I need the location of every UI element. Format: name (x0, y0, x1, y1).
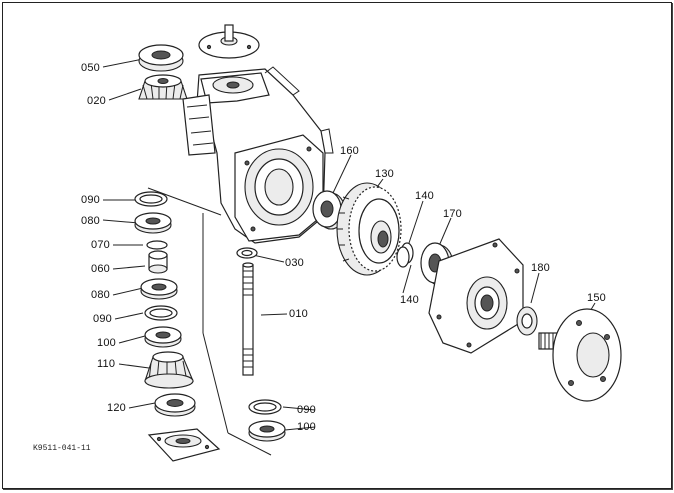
washer-030 (236, 247, 258, 259)
ring-090-upper (134, 191, 168, 207)
drawing-code: K9511-041-11 (33, 444, 91, 453)
spacer-060 (148, 250, 168, 274)
label-090-upper: 090 (81, 194, 100, 206)
label-050: 050 (81, 62, 100, 74)
exploded-parts-drawing (102, 24, 622, 462)
oil-seal-180 (516, 306, 538, 336)
top-cover-plate (198, 24, 260, 59)
side-cover-plate (428, 238, 524, 354)
label-070: 070 (91, 239, 110, 251)
label-090-middle: 090 (93, 313, 112, 325)
label-160: 160 (340, 145, 359, 157)
label-100-left: 100 (97, 337, 116, 349)
label-080-upper: 080 (81, 215, 100, 227)
shim-140 (396, 242, 414, 268)
gear-case-housing (182, 66, 334, 244)
bearing-120 (154, 393, 196, 417)
bevel-gear-020 (138, 74, 188, 100)
label-010: 010 (289, 308, 308, 320)
label-100-right: 100 (297, 421, 316, 433)
label-150: 150 (587, 292, 606, 304)
label-080-lower: 080 (91, 289, 110, 301)
label-060: 060 (91, 263, 110, 275)
bearing-080-upper (134, 212, 172, 234)
bearing-100-right (248, 420, 286, 442)
output-flange-150 (538, 308, 622, 402)
bevel-gear-130 (336, 182, 402, 276)
label-030: 030 (285, 257, 304, 269)
label-090-lower: 090 (297, 404, 316, 416)
bottom-cover (147, 428, 221, 462)
ring-070 (146, 240, 168, 250)
ring-090-middle (144, 305, 178, 321)
bearing-100-left (144, 326, 182, 348)
label-140-upper: 140 (415, 190, 434, 202)
bearing-050 (138, 44, 184, 72)
label-180: 180 (531, 262, 550, 274)
label-110: 110 (97, 358, 116, 370)
label-120: 120 (107, 402, 126, 414)
label-170: 170 (443, 208, 462, 220)
shaft-010 (242, 262, 254, 376)
ring-090-lower (248, 399, 282, 415)
label-130: 130 (375, 168, 394, 180)
label-020: 020 (87, 95, 106, 107)
bearing-080-lower (140, 278, 178, 300)
label-140-lower: 140 (400, 294, 419, 306)
bevel-pinion-110 (144, 351, 194, 389)
